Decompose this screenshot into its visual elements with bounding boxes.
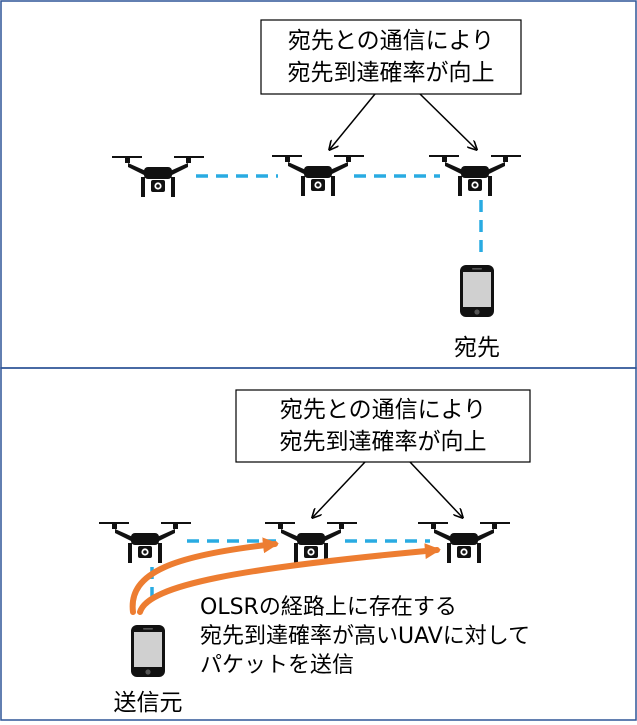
top-panel: 宛先との通信により 宛先到達確率が向上 宛先 (111, 19, 522, 361)
bottom-callout-line1: 宛先との通信により (280, 397, 486, 423)
drone-icon (271, 155, 365, 197)
drone-icon (98, 522, 192, 564)
bottom-panel: 宛先との通信により 宛先到達確率が向上 送信元 OLSRの経路上に存在する 宛先… (98, 389, 531, 716)
packet-arrow-to-drone-3 (137, 543, 441, 615)
packet-arrow-to-drone-2 (129, 537, 279, 615)
source-label: 送信元 (114, 690, 183, 716)
bottom-panel-border (0, 367, 637, 721)
top-callout-arrow-right (419, 93, 476, 149)
bottom-callout-box (235, 389, 531, 463)
annotation-line1: OLSRの経路上に存在する (200, 595, 457, 620)
destination-label: 宛先 (454, 335, 500, 361)
smartphone-icon (131, 625, 165, 677)
drone-icon (417, 522, 511, 564)
top-callout-box (260, 19, 522, 95)
bottom-callout-arrow-right (409, 461, 462, 517)
bottom-callout-arrow-left (313, 461, 366, 517)
annotation-line3: パケットを送信 (200, 653, 354, 678)
drone-icon (111, 156, 205, 198)
smartphone-icon (460, 265, 494, 317)
top-callout-line1: 宛先との通信により (288, 28, 494, 54)
bottom-callout-line2: 宛先到達確率が向上 (280, 429, 487, 455)
top-callout-arrow-left (330, 93, 376, 149)
top-callout-line2: 宛先到達確率が向上 (288, 60, 495, 86)
annotation-line2: 宛先到達確率が高いUAVに対して (200, 624, 530, 649)
drone-icon (428, 155, 522, 197)
